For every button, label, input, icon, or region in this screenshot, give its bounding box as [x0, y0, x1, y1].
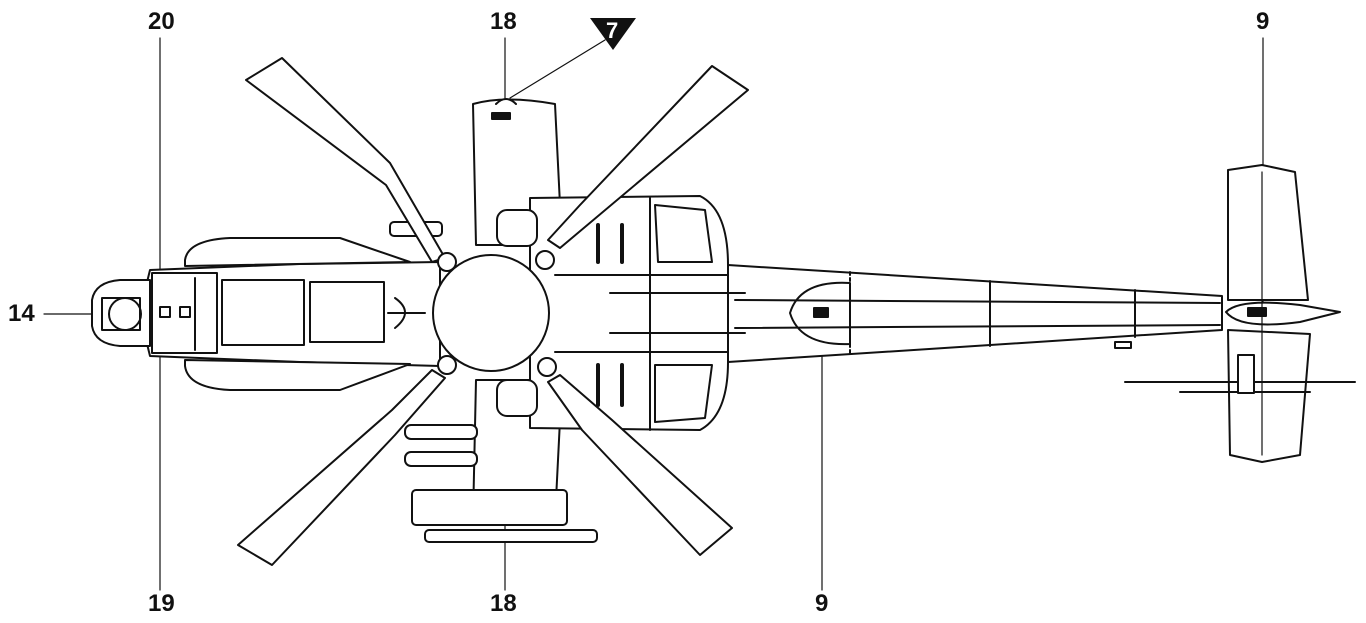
callout-14: 14 [8, 300, 35, 327]
callout-18-top: 18 [490, 8, 517, 35]
rotor-hub [432, 250, 557, 377]
callout-7: 7 [606, 18, 619, 43]
callout-9-top: 9 [1256, 8, 1270, 35]
callout-9-bottom: 9 [815, 590, 829, 617]
fuselage [91, 237, 441, 391]
callout-19: 19 [148, 590, 175, 617]
weapon-pods [389, 221, 598, 543]
tail-stabilizer [1124, 164, 1356, 463]
callout-20: 20 [148, 8, 175, 35]
engine-nacelles [496, 195, 746, 431]
callout-18-bottom: 18 [490, 590, 517, 617]
tail-boom [727, 264, 1223, 363]
callout-7-triangle [590, 18, 636, 50]
main-rotor-blades [237, 57, 749, 566]
